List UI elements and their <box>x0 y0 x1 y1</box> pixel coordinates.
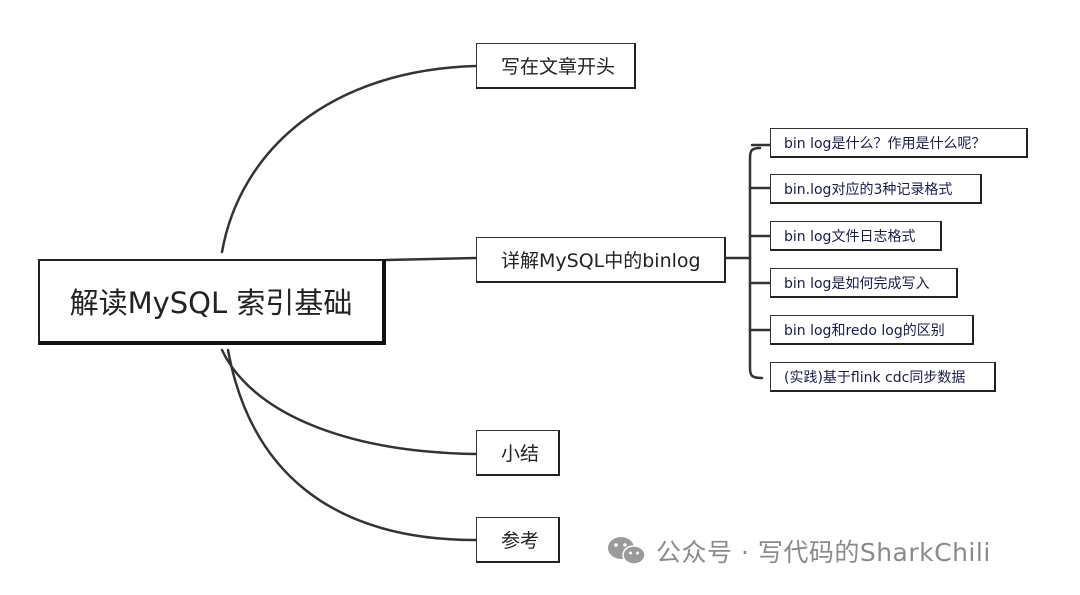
leaf-node-binlog-write[interactable]: bin log是如何完成写入 <box>770 268 958 298</box>
binlog-children-bracket <box>748 146 764 380</box>
branch-node-binlog[interactable]: 详解MySQL中的binlog <box>476 237 726 283</box>
leaf-node-binlog-vs-redolog[interactable]: bin log和redo log的区别 <box>770 315 974 345</box>
branch-node-label: 写在文章开头 <box>501 56 616 78</box>
leaf-node-binlog-formats[interactable]: bin.log对应的3种记录格式 <box>770 174 982 204</box>
wechat-icon <box>608 537 646 565</box>
watermark-text: 公众号 · 写代码的SharkChili <box>656 538 991 567</box>
leaf-node-binlog-what[interactable]: bin log是什么？作用是什么呢？ <box>770 128 1028 158</box>
leaf-node-flink-cdc[interactable]: (实践)基于flink cdc同步数据 <box>770 362 996 392</box>
leaf-node-label: (实践)基于flink cdc同步数据 <box>784 369 966 386</box>
leaf-node-label: bin log是如何完成写入 <box>784 275 930 292</box>
leaf-node-label: bin log文件日志格式 <box>784 228 916 245</box>
watermark: 公众号 · 写代码的SharkChili <box>606 532 991 570</box>
branch-node-intro[interactable]: 写在文章开头 <box>476 43 636 89</box>
branch-node-label: 小结 <box>501 443 540 465</box>
branch-node-references[interactable]: 参考 <box>476 517 560 563</box>
leaf-node-label: bin log是什么？作用是什么呢？ <box>784 135 986 152</box>
branch-node-label: 详解MySQL中的binlog <box>501 250 701 272</box>
connector-root-to-branch-3 <box>220 348 478 456</box>
leaf-node-label: bin log和redo log的区别 <box>784 322 945 339</box>
leaf-node-label: bin.log对应的3种记录格式 <box>784 181 953 198</box>
root-node-label: 解读MySQL 索引基础 <box>69 286 353 320</box>
branch-node-summary[interactable]: 小结 <box>476 430 560 476</box>
leaf-node-binlog-file-format[interactable]: bin log文件日志格式 <box>770 221 942 251</box>
root-node[interactable]: 解读MySQL 索引基础 <box>38 259 386 345</box>
connector-root-to-branch-4 <box>226 348 478 542</box>
connector-root-to-branch-1 <box>220 64 478 254</box>
connector-root-to-branch-2 <box>384 256 478 262</box>
branch-node-label: 参考 <box>501 530 540 552</box>
